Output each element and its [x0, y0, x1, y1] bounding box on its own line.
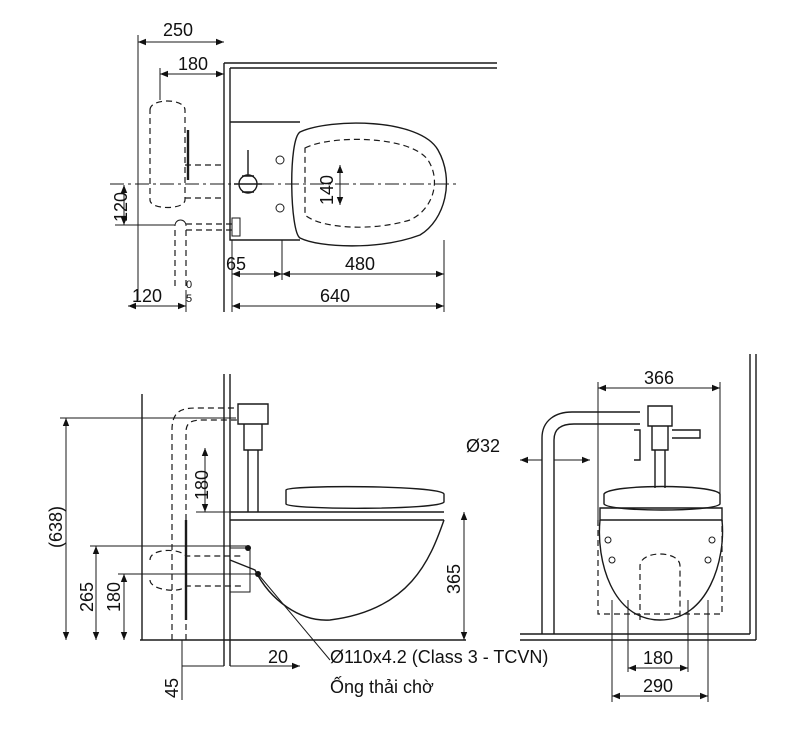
dim-label-20: 20	[268, 647, 288, 667]
pipe-spec-label: Ø110x4.2 (Class 3 - TCVN)	[330, 647, 548, 667]
ext-480	[231, 240, 445, 312]
drain-outlet	[230, 547, 251, 593]
drain-dashed	[639, 553, 681, 620]
dim-label-120-vertical: 120	[111, 192, 131, 222]
bolt-r2	[704, 556, 712, 564]
pipe-dashed-connect	[185, 164, 224, 199]
bowl-outline	[291, 122, 448, 247]
flush-valve-top	[647, 405, 673, 427]
ext-180	[627, 600, 689, 672]
floor-line	[520, 633, 756, 641]
flush-valve-body	[243, 424, 263, 451]
tank-box	[229, 121, 300, 241]
dim-label-32: Ø32	[466, 436, 500, 456]
dim-label-45: 45	[162, 678, 182, 698]
ext-366	[597, 382, 721, 520]
supply-pipe-outer	[171, 407, 238, 640]
bowl-body	[229, 519, 445, 621]
dim-label-65: 65	[226, 254, 246, 274]
dim-label-250: 250	[163, 20, 193, 40]
flush-handle	[672, 429, 701, 439]
flush-side	[634, 429, 641, 461]
bolt-r1	[708, 536, 716, 544]
seat-lid	[285, 485, 445, 509]
dim-label-5: 5	[186, 293, 192, 305]
flush-valve-body	[234, 150, 262, 193]
dim-label-480: 480	[345, 254, 375, 274]
bowl-inner-dashed	[304, 138, 436, 228]
bowl-body	[598, 519, 724, 621]
dim-label-180: 180	[643, 648, 673, 668]
bolt-l1	[604, 536, 612, 544]
drain-flange	[231, 217, 241, 237]
side-view: (638) 180 265 180 45 20 365 Ø110x4.2 (Cl…	[46, 374, 548, 700]
dim-label-140: 140	[317, 175, 337, 205]
dim-label-365: 365	[444, 564, 464, 594]
seat-lid	[603, 485, 721, 511]
supply-pipe-inner	[185, 419, 238, 640]
dim-label-366: 366	[644, 368, 674, 388]
front-view: 366 Ø32 180 290	[466, 354, 757, 702]
drain-cap	[174, 219, 187, 227]
flush-valve-body	[651, 426, 669, 451]
dim-label-0: 0	[186, 279, 192, 291]
dim-label-120-horizontal: 120	[132, 286, 162, 306]
pipe-leader	[257, 573, 331, 661]
hinge-bottom	[275, 203, 285, 213]
pipe-dashed-upper	[149, 100, 186, 209]
dim-label-180-lower: 180	[104, 582, 124, 612]
ext-290	[611, 600, 709, 702]
hinge-top	[275, 155, 285, 165]
drain-horizontal	[186, 223, 232, 231]
bowl-dashed-box	[597, 520, 723, 615]
pipe-name-label: Ống thải chờ	[330, 676, 434, 697]
dim-label-265: 265	[77, 582, 97, 612]
dim-label-180-upper: 180	[192, 470, 212, 500]
dim-label-640: 640	[320, 286, 350, 306]
flush-pipe	[654, 450, 666, 488]
flush-valve-top	[237, 403, 269, 425]
supply-pipe-inner	[553, 423, 640, 634]
flush-pipe	[247, 450, 259, 512]
wall-line	[749, 354, 757, 640]
drain-dashed	[174, 230, 187, 290]
dim-label-638: (638)	[46, 506, 66, 548]
dim-label-180: 180	[178, 54, 208, 74]
dim-label-290: 290	[643, 676, 673, 696]
supply-pipe-outer	[541, 411, 640, 634]
bolt-l2	[608, 556, 616, 564]
top-view: 250 180 120 140 65 480 120 0 5 640	[110, 20, 497, 312]
